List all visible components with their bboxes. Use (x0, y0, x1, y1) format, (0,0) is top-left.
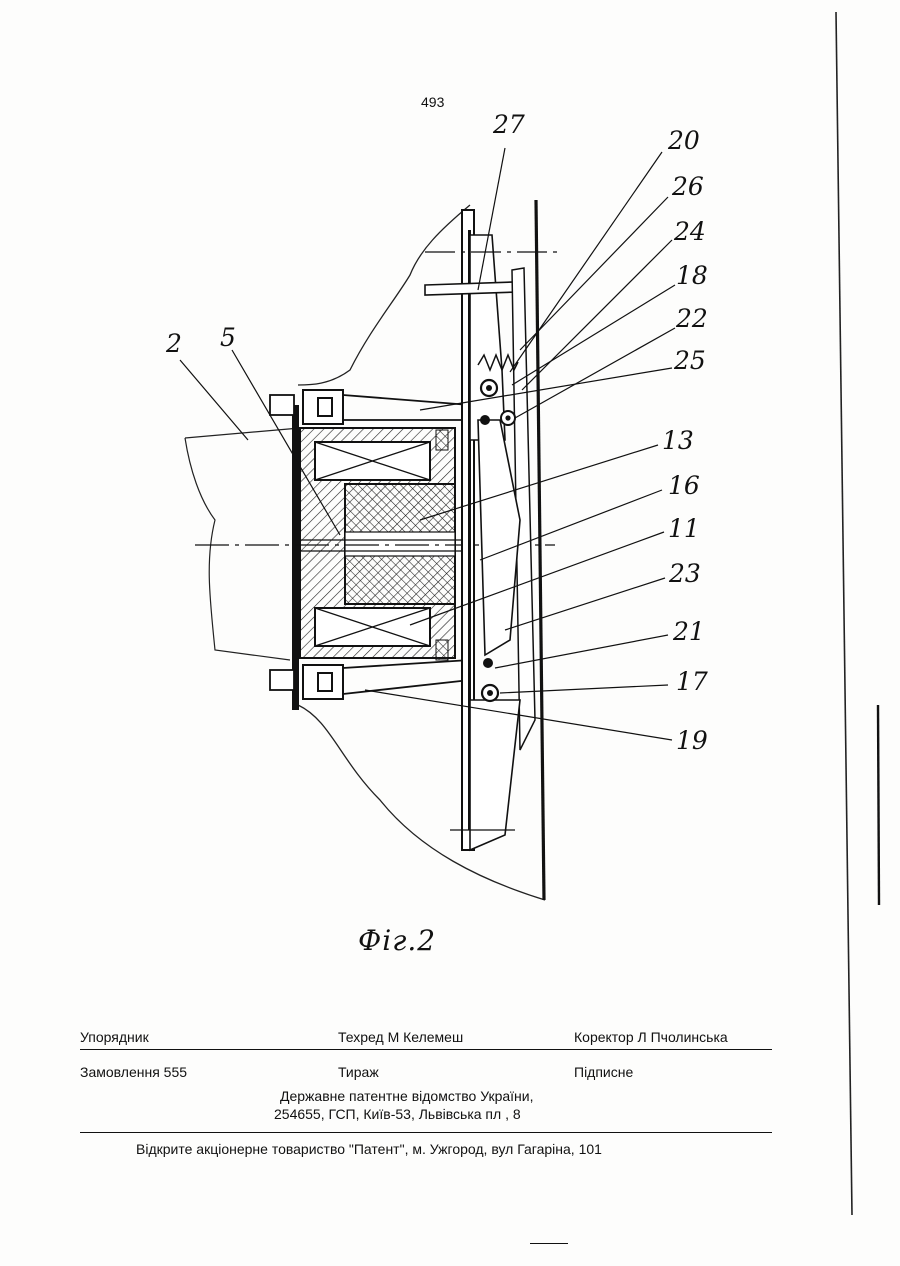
right-member (536, 200, 544, 900)
callout-label-13: 13 (662, 428, 694, 453)
callout-label-17: 17 (676, 669, 708, 694)
callout-label-5: 5 (220, 325, 236, 350)
circulation-label: Тираж (338, 1064, 379, 1080)
callout-label-25: 25 (674, 348, 706, 373)
callout-label-23: 23 (669, 561, 701, 586)
callout-label-22: 22 (676, 306, 708, 331)
callout-label-18: 18 (676, 263, 708, 288)
imprint-rule-top (80, 1049, 772, 1050)
publisher-line: Відкрите акціонерне товариство "Патент",… (136, 1141, 602, 1157)
callout-label-26: 26 (672, 174, 704, 199)
callout-label-11: 11 (668, 516, 700, 541)
mounting-plate (292, 405, 299, 710)
callout-label-19: 19 (676, 728, 708, 753)
corrector: Коректор Л Пчолинська (574, 1029, 728, 1045)
office-address-line2: 254655, ГСП, Київ-53, Львівська пл , 8 (274, 1106, 521, 1122)
subscription-label: Підписне (574, 1064, 633, 1080)
callout-label-20: 20 (668, 128, 700, 153)
callout-label-24: 24 (674, 219, 706, 244)
callout-label-27: 27 (493, 112, 525, 137)
tech-editor: Техред М Келемеш (338, 1029, 463, 1045)
margin-mark (878, 705, 879, 905)
compiler-label: Упорядник (80, 1029, 149, 1045)
margin-line (836, 12, 852, 1215)
callout-label-16: 16 (668, 473, 700, 498)
bottom-mark (530, 1243, 568, 1244)
imprint-rule-bottom (80, 1132, 772, 1133)
callout-label-2: 2 (166, 331, 182, 356)
order-number: Замовлення 555 (80, 1064, 187, 1080)
office-address-line1: Державне патентне відомство України, (280, 1088, 534, 1104)
figure-caption: Фіг.2 (358, 924, 436, 957)
housing-outline (185, 438, 290, 660)
callout-label-21: 21 (673, 619, 705, 644)
